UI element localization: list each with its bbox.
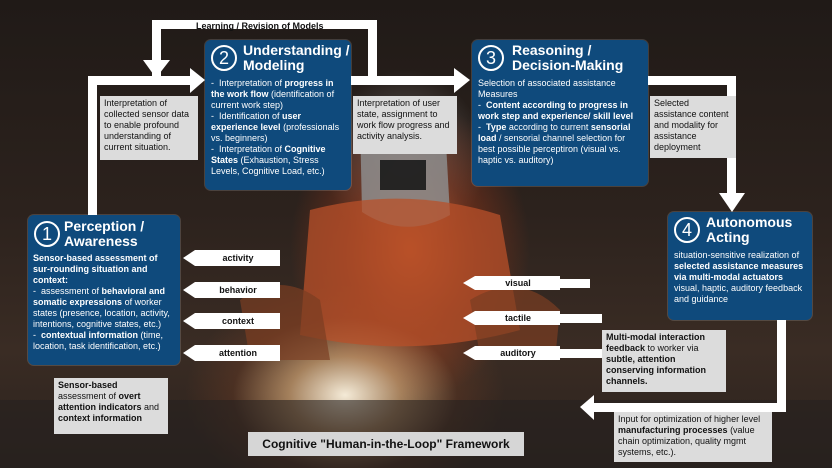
step-2-number: 2 (211, 45, 237, 71)
box4-title: Autonomous Acting (706, 214, 793, 245)
note4-part-e: context information (58, 413, 143, 423)
input-activity: activity (222, 253, 254, 263)
note4-part-c: overt attention indicators (58, 391, 142, 412)
box1-item2-b: (time, location, task identification, et… (33, 330, 164, 351)
box3-body: Selection of associated assistance Measu… (478, 78, 644, 166)
note4-part-d: and (144, 402, 160, 412)
box-reasoning-decision: 3 Reasoning / Decision-Making Selection … (472, 40, 648, 186)
note-interpretation-sensor-data: Interpretation of collected sensor data … (100, 96, 198, 160)
framework-title: Cognitive "Human-in-the-Loop" Framework (248, 432, 524, 456)
step-4-number: 4 (674, 217, 700, 243)
box1-item1-c: of worker states (presence, location, ac… (33, 297, 170, 329)
step-1-number: 1 (34, 221, 60, 247)
step-3-number: 3 (478, 45, 504, 71)
box2-body: - Interpretation of progress in the work… (211, 78, 340, 176)
note6-part-c: (value chain optimization, quality mgmt … (618, 425, 755, 457)
box2-item3-c: (Exhaustion, Stress Levels, Cognitive Lo… (211, 155, 325, 176)
box2-item3-a: Interpretation of (219, 144, 285, 154)
box1-intro: Sensor-based assessment of sur-rounding … (33, 253, 158, 285)
box4-text2: selected assistance measures via multi-m… (674, 261, 804, 282)
note6-part-b: manufacturing processes (618, 425, 728, 435)
output-visual: visual (505, 278, 531, 288)
box1-title: Perception / Awareness (64, 218, 145, 249)
note4-part-a: Sensor-based (58, 380, 118, 390)
box2-item1-c: (identification of current work step) (211, 89, 335, 110)
box3-item1-a: Content according to progress in work st… (478, 100, 634, 121)
box4-text3: visual, haptic, auditory feedback and gu… (674, 283, 803, 304)
box3-title: Reasoning / Decision-Making (512, 42, 624, 73)
note4-part-b: assessment of (58, 391, 117, 401)
box1-item1-a: assessment of (41, 286, 102, 296)
box1-item2-a: contextual information (41, 330, 139, 340)
note-multimodal-feedback: Multi-modal interaction feedback to work… (602, 330, 726, 392)
box2-item3-b: Cognitive States (211, 144, 326, 165)
box4-text1: situation-sensitive realization of (674, 250, 800, 260)
input-behavior: behavior (219, 285, 257, 295)
box2-item2-c: (professionals vs. beginners) (211, 122, 340, 143)
note5-part-b: to worker via (647, 343, 699, 353)
box2-item1-a: Interpretation of (219, 78, 285, 88)
box-autonomous-acting: 4 Autonomous Acting situation-sensitive … (668, 212, 812, 320)
box3-item2-b: according to current (508, 122, 589, 132)
box2-item1-b: progress in the work flow (211, 78, 334, 99)
box-understanding-modeling: 2 Understanding / Modeling - Interpretat… (205, 40, 351, 190)
box2-item2-b: user experience level (211, 111, 302, 132)
box3-item2-d: / sensorial channel selection for best p… (478, 133, 626, 165)
box2-title: Understanding / Modeling (243, 42, 350, 73)
box1-body: Sensor-based assessment of sur-rounding … (33, 253, 170, 351)
note-sensor-based-assessment: Sensor-based assessment of overt attenti… (54, 378, 168, 434)
note6-part-a: Input for optimization of higher level (618, 414, 761, 424)
box1-item1-b: behavioral and somatic expressions (33, 286, 166, 307)
box3-item2-a: Type (486, 122, 507, 132)
learning-revision-label: Learning / Revision of Models (196, 21, 324, 31)
box-perception-awareness: 1 Perception / Awareness Sensor-based as… (28, 215, 180, 365)
output-tactile: tactile (504, 313, 531, 323)
box3-item2-c: sensorial load (478, 122, 631, 143)
box3-intro: Selection of associated assistance Measu… (478, 78, 616, 99)
note5-part-c: subtle, attention conserving information… (606, 354, 707, 386)
note5-part-a: Multi-modal interaction feedback (606, 332, 705, 353)
note-selected-assistance: Selected assistance content and modality… (650, 96, 736, 158)
box2-item2-a: Identification of (219, 111, 283, 121)
input-context: context (221, 316, 254, 326)
note-manufacturing-optimization: Input for optimization of higher level m… (614, 412, 772, 462)
output-auditory: auditory (500, 348, 536, 358)
note-interpretation-user-state: Interpretation of user state, assignment… (353, 96, 457, 154)
box4-body: situation-sensitive realization of selec… (674, 250, 808, 305)
input-attention: attention (219, 348, 257, 358)
